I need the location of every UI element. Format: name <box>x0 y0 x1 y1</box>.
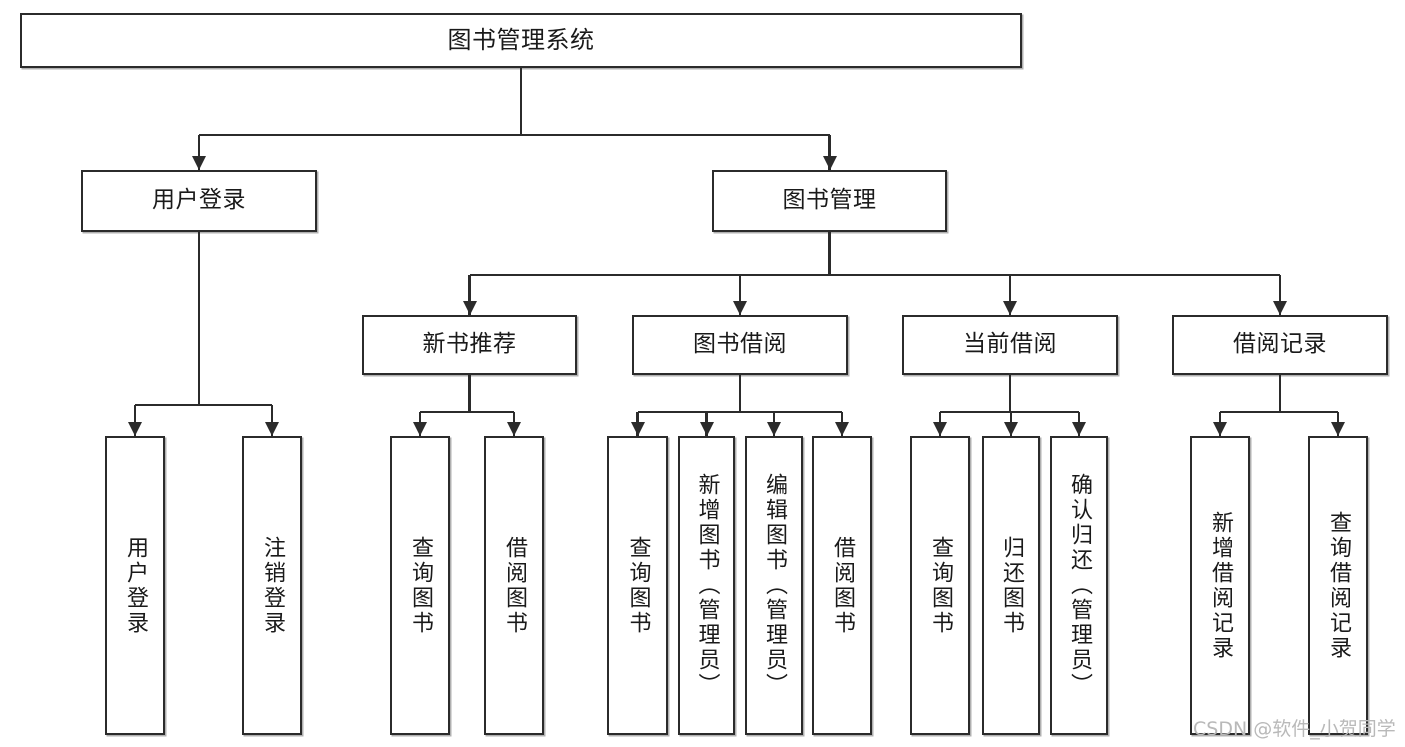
node-label: 新书推荐 <box>422 331 517 358</box>
leaf-node[interactable]: 确认归还（管理员） <box>1050 436 1108 735</box>
connector-arrowhead <box>128 422 142 436</box>
node-label: 当前借阅 <box>963 331 1057 358</box>
node-root-system[interactable]: 图书管理系统 <box>20 13 1022 68</box>
connector-horizontal <box>940 410 1079 414</box>
node-label: 查询图书 <box>625 535 651 636</box>
node-label: 新增图书（管理员） <box>694 473 720 698</box>
connector-arrowhead <box>933 422 947 436</box>
connector-horizontal <box>420 410 514 414</box>
connector-arrowhead <box>733 301 747 315</box>
connector-vertical <box>519 68 523 135</box>
connector-vertical <box>738 375 742 412</box>
connector-arrowhead <box>1213 422 1227 436</box>
leaf-node[interactable]: 查询借阅记录 <box>1308 436 1368 735</box>
connector-horizontal <box>1220 410 1338 414</box>
leaf-node[interactable]: 查询图书 <box>910 436 970 735</box>
node-label: 借阅图书 <box>501 535 527 636</box>
connector-vertical <box>738 275 742 315</box>
connector-vertical <box>270 405 274 436</box>
connector-vertical <box>133 405 137 436</box>
node-label: 查询图书 <box>927 535 953 636</box>
node-label: 注销登录 <box>259 535 285 636</box>
connector-vertical <box>197 232 201 405</box>
connector-arrowhead <box>1004 422 1018 436</box>
connector-arrowhead <box>1003 301 1017 315</box>
connector-vertical <box>1008 375 1012 412</box>
connector-vertical <box>468 275 471 315</box>
node-book-management[interactable]: 图书管理 <box>712 170 947 232</box>
connector-horizontal <box>135 403 272 407</box>
csdn-watermark: CSDN @软件_小贺同学 <box>1193 718 1396 740</box>
connector-horizontal <box>469 273 1280 277</box>
node-label: 归还图书 <box>998 535 1024 636</box>
leaf-node[interactable]: 用户登录 <box>105 436 165 735</box>
connector-vertical <box>468 375 471 412</box>
connector-arrowhead <box>265 422 279 436</box>
node-label: 图书管理系统 <box>447 26 595 55</box>
connector-vertical <box>1008 275 1012 315</box>
node-label: 新增借阅记录 <box>1207 510 1233 661</box>
connector-arrowhead <box>630 422 645 436</box>
connector-vertical <box>828 135 831 170</box>
connector-horizontal <box>637 410 842 414</box>
connector-vertical <box>197 135 201 170</box>
connector-arrowhead <box>699 422 714 436</box>
node-label: 图书借阅 <box>693 331 787 358</box>
node-user-login[interactable]: 用户登录 <box>81 170 317 232</box>
connector-vertical <box>1278 375 1282 412</box>
leaf-node[interactable]: 查询图书 <box>390 436 450 735</box>
connector-arrowhead <box>835 422 849 436</box>
node-book-borrow[interactable]: 图书借阅 <box>632 315 848 375</box>
node-label: 用户登录 <box>152 187 246 214</box>
connector-arrowhead <box>413 422 427 436</box>
node-label: 查询图书 <box>407 535 433 636</box>
leaf-node[interactable]: 借阅图书 <box>812 436 872 735</box>
connector-vertical <box>828 232 831 275</box>
node-label: 借阅图书 <box>829 535 855 636</box>
leaf-node[interactable]: 注销登录 <box>242 436 302 735</box>
connector-arrowhead <box>822 156 837 170</box>
node-label: 图书管理 <box>782 187 877 214</box>
node-label: 借阅记录 <box>1233 331 1327 358</box>
node-new-book-recommend[interactable]: 新书推荐 <box>362 315 577 375</box>
node-current-borrow[interactable]: 当前借阅 <box>902 315 1118 375</box>
node-label: 编辑图书（管理员） <box>761 473 787 698</box>
connector-arrowhead <box>1331 422 1345 436</box>
leaf-node[interactable]: 借阅图书 <box>484 436 544 735</box>
leaf-node[interactable]: 编辑图书（管理员） <box>745 436 803 735</box>
node-label: 查询借阅记录 <box>1325 510 1351 661</box>
connector-arrowhead <box>192 156 206 170</box>
connector-arrowhead <box>507 422 521 436</box>
connector-vertical <box>1278 275 1282 315</box>
leaf-node[interactable]: 查询图书 <box>607 436 668 735</box>
connector-arrowhead <box>1072 422 1086 436</box>
node-borrow-record[interactable]: 借阅记录 <box>1172 315 1388 375</box>
connector-horizontal <box>199 133 830 137</box>
node-label: 确认归还（管理员） <box>1066 473 1092 698</box>
connector-arrowhead <box>1273 301 1287 315</box>
connector-arrowhead <box>767 422 781 436</box>
connector-arrowhead <box>462 301 477 315</box>
node-label: 用户登录 <box>122 535 148 636</box>
leaf-node[interactable]: 归还图书 <box>982 436 1040 735</box>
leaf-node[interactable]: 新增图书（管理员） <box>678 436 735 735</box>
leaf-node[interactable]: 新增借阅记录 <box>1190 436 1250 735</box>
